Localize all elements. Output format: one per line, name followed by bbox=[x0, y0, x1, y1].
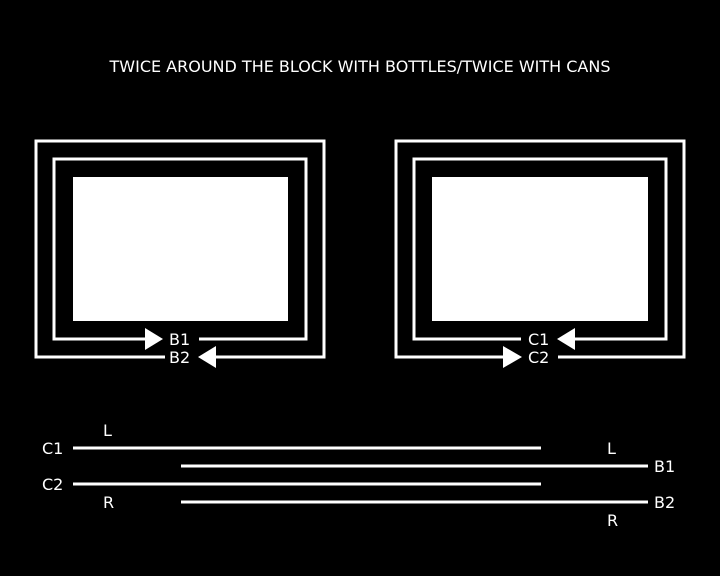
arrow-left-icon bbox=[557, 328, 575, 350]
timeline-label-b2: B2 bbox=[654, 493, 675, 512]
block-fill bbox=[432, 177, 648, 321]
arrow-right-icon bbox=[145, 328, 163, 350]
timeline-label-c1: C1 bbox=[42, 439, 63, 458]
label-b2: B2 bbox=[169, 348, 190, 367]
inner-path-c1 bbox=[412, 157, 668, 341]
outer-path-c2 bbox=[394, 139, 686, 359]
marker-right-top: L bbox=[607, 439, 616, 458]
marker-right-bottom: R bbox=[607, 511, 618, 530]
timeline-label-c2: C2 bbox=[42, 475, 63, 494]
timeline-label-b1: B1 bbox=[654, 457, 675, 476]
arrow-left-icon bbox=[198, 346, 216, 368]
label-c1: C1 bbox=[528, 330, 549, 349]
diagram-title: TWICE AROUND THE BLOCK WITH BOTTLES/TWIC… bbox=[109, 57, 611, 76]
bottles-block: B1 B2 bbox=[34, 139, 326, 368]
label-b1: B1 bbox=[169, 330, 190, 349]
marker-left-bottom: R bbox=[103, 493, 114, 512]
outer-path-b2 bbox=[34, 139, 326, 359]
label-c2: C2 bbox=[528, 348, 549, 367]
cans-block: C1 C2 bbox=[394, 139, 686, 368]
arrow-right-icon bbox=[503, 346, 522, 368]
timeline: L C1 L B1 C2 R B2 R bbox=[42, 421, 675, 530]
inner-path-b1 bbox=[52, 157, 308, 341]
marker-left-top: L bbox=[103, 421, 112, 440]
block-fill bbox=[73, 177, 288, 321]
